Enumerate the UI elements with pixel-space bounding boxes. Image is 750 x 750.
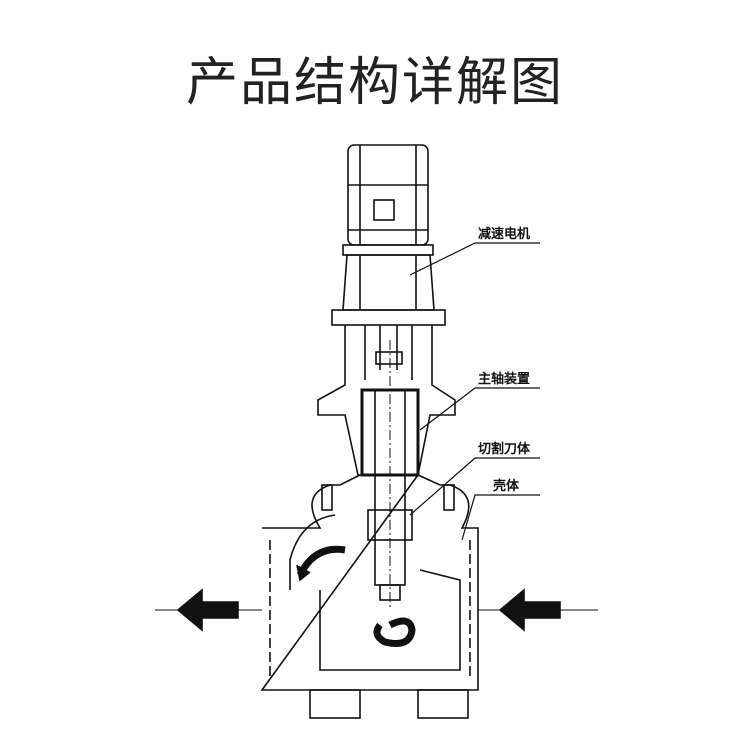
- flow-lines: [155, 588, 598, 632]
- page-title: 产品结构详解图: [185, 53, 564, 113]
- gear-motor: [331, 144, 446, 326]
- shaft: [367, 474, 413, 601]
- label-cutter: 切割刀体: [478, 441, 531, 457]
- housing: [260, 474, 479, 719]
- spindle-frame: [317, 325, 456, 610]
- label-spindle: 主轴装置: [478, 371, 530, 387]
- leader-lines: [409, 242, 540, 541]
- label-gear-motor: 减速电机: [478, 226, 530, 242]
- label-housing: 壳体: [492, 478, 520, 494]
- inlet-arrow-icon: [498, 588, 561, 632]
- outlet-arrow-icon: [176, 588, 239, 632]
